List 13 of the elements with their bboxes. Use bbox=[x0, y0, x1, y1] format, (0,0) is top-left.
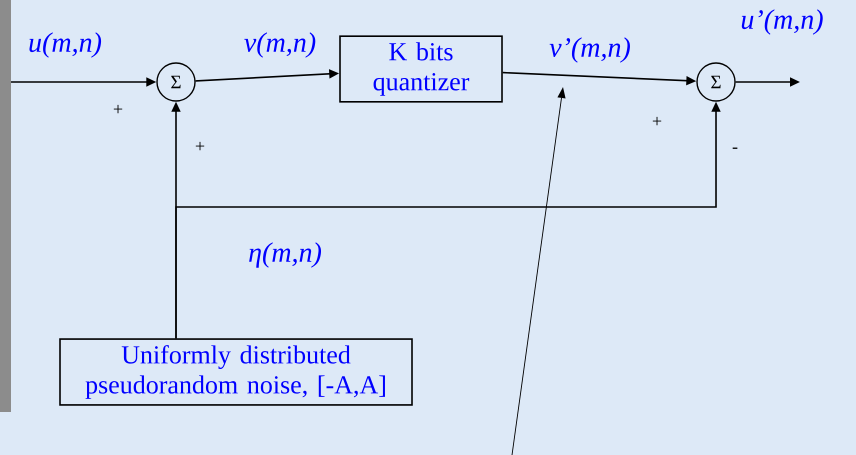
sign-label: + bbox=[652, 116, 662, 126]
sign-label: + bbox=[196, 142, 204, 150]
sign-label: - bbox=[732, 148, 738, 149]
signal-label: u’(m,n) bbox=[742, 9, 823, 35]
signal-label: v(m,n) bbox=[244, 32, 316, 58]
signal-label: η(m,n) bbox=[249, 242, 322, 268]
summing-junction: Σ bbox=[156, 62, 196, 102]
process-box: K bits quantizer bbox=[339, 35, 503, 103]
summing-junction: Σ bbox=[696, 62, 736, 102]
signal-label: v’(m,n) bbox=[550, 37, 630, 63]
process-box: Uniformly distributed pseudorandom noise, [-A,A] bbox=[59, 338, 413, 406]
signal-label: u(m,n) bbox=[29, 32, 102, 58]
sign-label: + bbox=[114, 104, 122, 114]
